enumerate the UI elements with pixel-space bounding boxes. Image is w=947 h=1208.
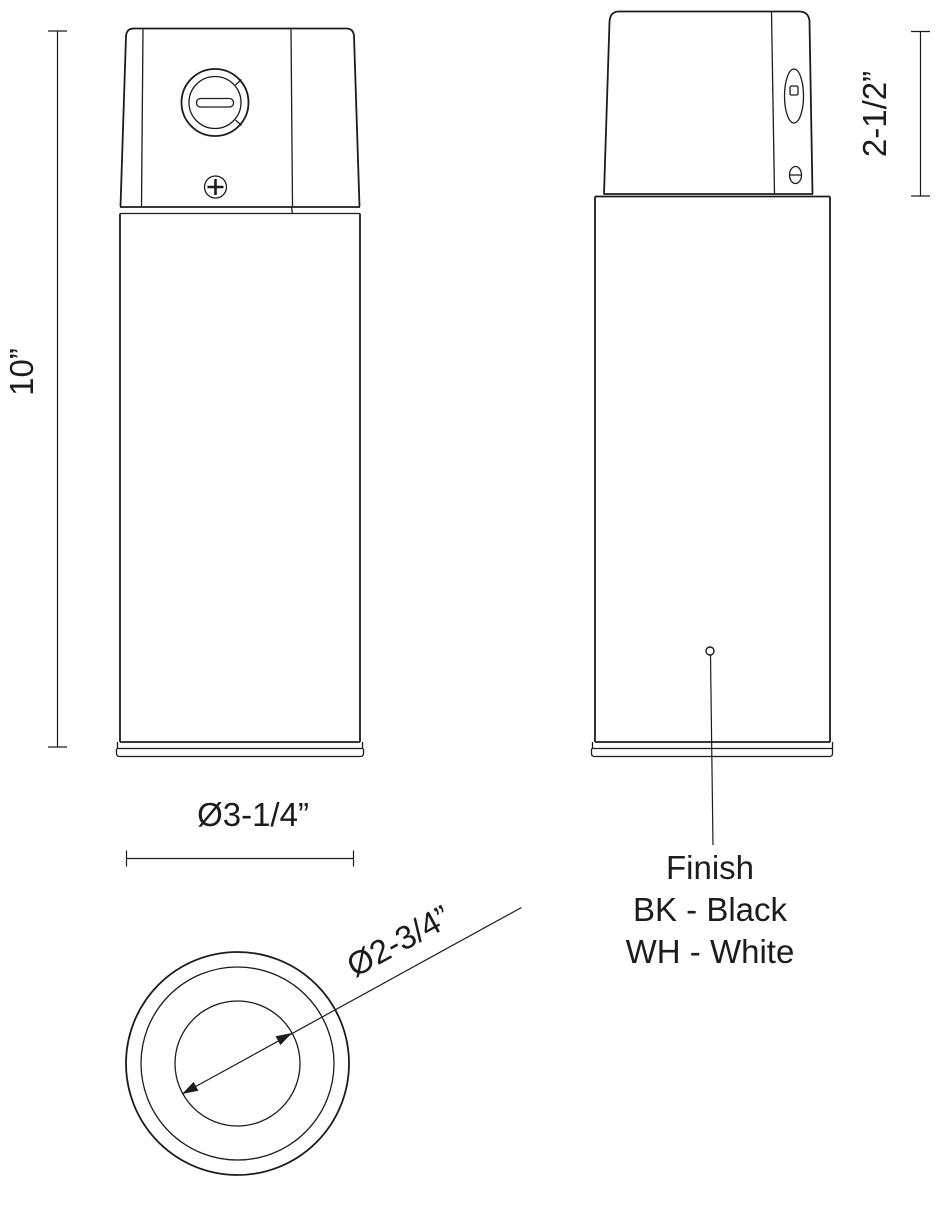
front-base-bottom-band xyxy=(115,748,365,758)
finish-option-bk: BK - Black xyxy=(633,891,788,928)
top-height-dimension: 2-1/2” xyxy=(856,30,930,197)
bottom-view-middle-circle xyxy=(140,966,335,1161)
front-canopy-outline xyxy=(119,27,361,207)
knockout-slot xyxy=(195,97,235,108)
height-dimension: 10” xyxy=(3,30,67,748)
front-canopy-seam-left xyxy=(140,29,144,207)
base-diameter-label: Ø3-1/4” xyxy=(197,796,309,833)
side-housing-outline xyxy=(603,10,814,195)
knockout-notch-bottom xyxy=(235,119,242,126)
finish-label: Finish xyxy=(666,849,754,886)
front-base-band xyxy=(116,742,364,750)
knockout-outer-circle xyxy=(180,68,250,137)
phillips-screw-cross xyxy=(207,179,224,195)
inner-diameter-arrow-line xyxy=(181,906,522,1095)
mounting-slot xyxy=(783,68,805,124)
bottom-view: Ø2-3/4” xyxy=(125,898,522,1176)
mounting-slot-screw xyxy=(789,85,799,96)
side-housing-seam xyxy=(770,11,776,195)
height-dimension-label: 10” xyxy=(3,348,40,396)
side-base-band xyxy=(591,742,834,750)
knockout-notch-top xyxy=(235,79,242,86)
knockout-inner-circle xyxy=(188,75,242,130)
phillips-screw-icon xyxy=(203,175,228,199)
bottom-view-outer-circle xyxy=(125,951,350,1176)
finish-leader-line xyxy=(709,654,714,846)
top-height-dimension-label: 2-1/2” xyxy=(856,71,893,157)
finish-callout-dot xyxy=(705,646,715,656)
inner-diameter-arrowhead-upper xyxy=(275,1033,292,1046)
finish-option-wh: WH - White xyxy=(626,933,795,970)
front-view xyxy=(115,27,365,758)
side-view xyxy=(590,10,834,758)
front-junction-tick xyxy=(290,206,294,214)
finish-callout: Finish BK - Black WH - White xyxy=(626,646,795,970)
inner-diameter-label: Ø2-3/4” xyxy=(341,898,457,984)
bottom-view-inner-circle xyxy=(174,1000,301,1127)
base-diameter-dimension: Ø3-1/4” xyxy=(125,796,355,867)
inner-diameter-arrowhead-lower xyxy=(182,1081,199,1094)
front-canopy-seam-right xyxy=(290,29,294,207)
